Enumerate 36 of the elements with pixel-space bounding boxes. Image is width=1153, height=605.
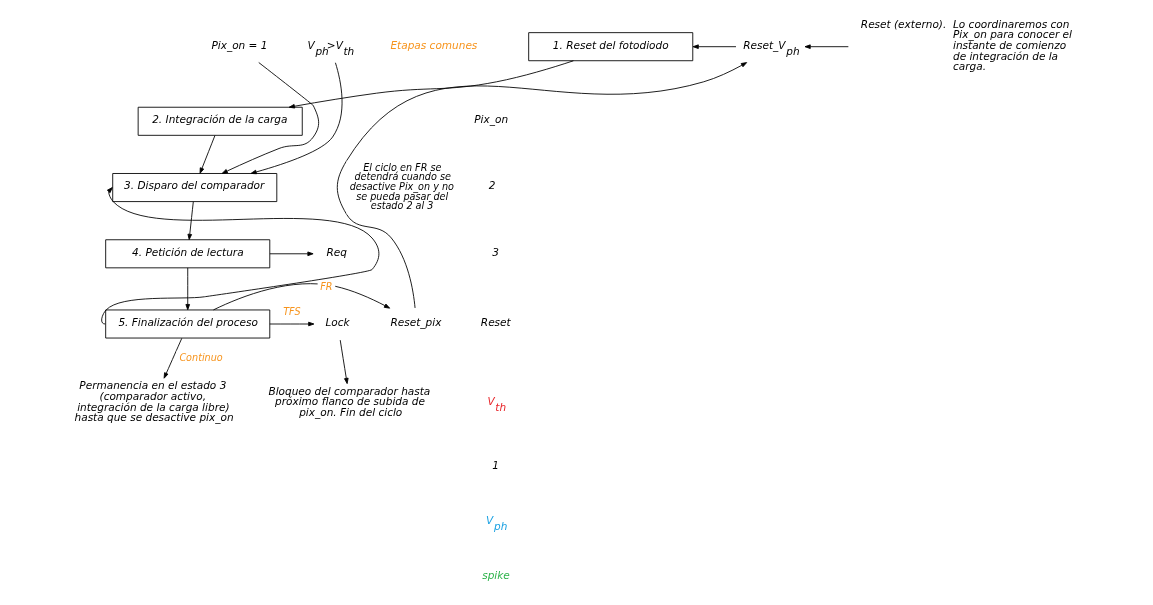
edge-label: TFS	[283, 306, 301, 318]
arrow	[269, 251, 314, 257]
arrow	[269, 321, 315, 327]
label: 3	[492, 245, 499, 258]
edge-label: FR	[320, 281, 333, 293]
node-box: 3. Disparo del comparador	[112, 173, 278, 202]
node-box: 1. Reset del fotodiodo	[528, 32, 694, 62]
node-box: 4. Petición de lectura	[105, 239, 271, 269]
node-box: 5. Finalización del proceso	[105, 309, 271, 339]
node-text: Permanencia en el estado 3 (comparador activo, integración de la carga libre) hasta que se desactive pix_on	[74, 379, 234, 424]
node-text: Req	[326, 245, 347, 258]
arrow	[336, 62, 748, 309]
label: Pix_on	[474, 113, 509, 126]
node-text: Reset (externo).	[860, 17, 947, 30]
node-label: Lo coordinaremos con Pix_on para conocer el instante de comienzo de integración de la carga.	[952, 17, 1073, 73]
label: 2	[488, 179, 496, 192]
node-text: Bloqueo del comparador hasta próximo flanco de subida de pix_on. Fin del ciclo	[268, 384, 431, 418]
arrow	[185, 267, 190, 311]
label: Etapas comunes	[390, 38, 478, 51]
arrow	[250, 62, 343, 175]
node-text: Lock	[325, 315, 350, 328]
arrow	[804, 44, 849, 49]
arrow	[163, 337, 183, 379]
arrow	[692, 44, 737, 49]
edge-label: Continuo	[179, 351, 223, 363]
label: 1	[492, 458, 499, 471]
label: Reset	[480, 315, 511, 328]
arrow	[288, 60, 574, 109]
node-text: Pix_on = 1	[211, 38, 268, 51]
node-text: Reset_pix	[390, 315, 442, 328]
arrow	[187, 201, 194, 240]
arrow	[199, 135, 216, 174]
edge-label: El ciclo en FR se detendrá cuando se desactive Pix_on y no se pueda pasar del estado 2 al 3	[349, 161, 454, 212]
arrow	[221, 62, 320, 174]
label: spike	[482, 569, 510, 582]
arrow	[339, 339, 349, 385]
